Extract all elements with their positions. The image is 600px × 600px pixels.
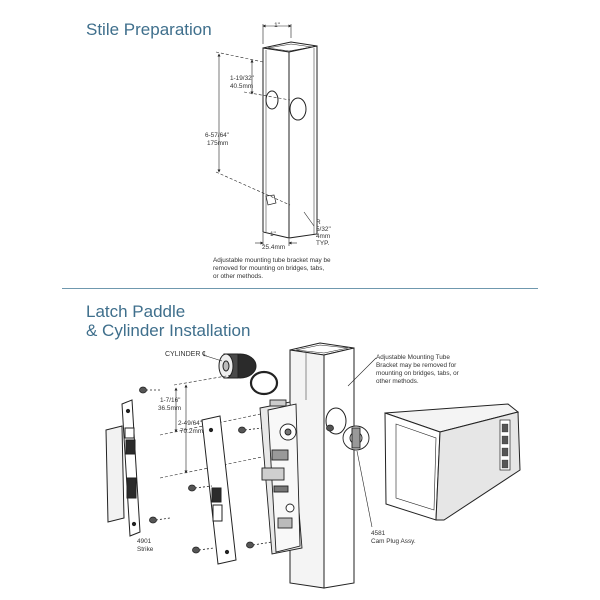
stile-hole-right bbox=[289, 97, 307, 121]
radius-inch: 5/32" bbox=[316, 226, 331, 233]
cylinder-leader bbox=[202, 354, 223, 362]
bracket-note-line: Bracket may be removed for bbox=[376, 362, 457, 369]
stile-bottom-dim bbox=[255, 233, 297, 246]
latch-heading-line1: Latch Paddle bbox=[86, 302, 186, 321]
radius-mm: 4mm bbox=[316, 233, 330, 240]
stile-dim-c-mm: 25.4mm bbox=[262, 244, 285, 251]
bracket-note-leader bbox=[347, 357, 377, 387]
stile-hole-upper bbox=[265, 90, 279, 110]
stile-dim-b-mm: 175mm bbox=[207, 140, 228, 147]
cam-number: 4581 bbox=[371, 530, 386, 537]
stile-top-dim bbox=[262, 24, 292, 44]
stile-note-line: removed for mounting on bridges, tabs, bbox=[213, 265, 324, 272]
cylinder-ring bbox=[249, 370, 279, 396]
bracket-note-line: other methods. bbox=[376, 378, 419, 385]
strike-number: 4901 bbox=[137, 538, 152, 545]
radius-r: R bbox=[316, 219, 321, 226]
cylinder-label: CYLINDER ℄ bbox=[165, 351, 207, 358]
paddle-handle bbox=[384, 403, 521, 521]
latch-tube bbox=[289, 342, 355, 589]
cylinder bbox=[218, 353, 257, 379]
face-plate-screws bbox=[188, 484, 215, 554]
stile-note-line: or other methods. bbox=[213, 273, 263, 280]
cam-plug bbox=[342, 425, 370, 451]
bracket-note-line: mounting on bridges, tabs, or bbox=[376, 370, 460, 377]
strike-label: Strike bbox=[137, 546, 154, 553]
bracket-note-line: Adjustable Mounting Tube bbox=[376, 354, 450, 361]
radius-typ: TYP. bbox=[316, 240, 330, 247]
stile-dim-b-inch: 6-57/64" bbox=[205, 132, 229, 139]
cam-leader bbox=[356, 450, 373, 528]
stile-dim-a-inch: 1-19/32" bbox=[230, 75, 254, 82]
stile-note-line: Adjustable mounting tube bracket may be bbox=[213, 257, 331, 264]
strike-plate bbox=[105, 399, 141, 537]
radius-leader bbox=[303, 211, 315, 227]
stile-preparation-heading: Stile Preparation bbox=[86, 20, 212, 39]
cam-label: Cam Plug Assy. bbox=[371, 538, 416, 545]
stile-tube bbox=[262, 41, 318, 239]
latch-heading-line2: & Cylinder Installation bbox=[86, 321, 251, 340]
latch-mechanism bbox=[259, 399, 303, 555]
latch-mechanism-screws bbox=[238, 424, 334, 549]
stile-top-dim-label: 1" bbox=[274, 22, 280, 29]
face-plate bbox=[201, 415, 237, 565]
section-divider bbox=[62, 288, 538, 289]
stile-dim-a-mm: 40.5mm bbox=[230, 83, 253, 90]
latch-dim-a-mm: 36.5mm bbox=[158, 405, 181, 412]
strike-screws bbox=[139, 386, 171, 524]
stile-dim-c-inch: 1" bbox=[270, 231, 276, 238]
latch-dim-b-inch: 2-49/64" bbox=[178, 420, 202, 427]
latch-dim-b-mm: 70.2mm bbox=[180, 428, 203, 435]
latch-dim-a-inch: 1-7/16" bbox=[160, 397, 180, 404]
